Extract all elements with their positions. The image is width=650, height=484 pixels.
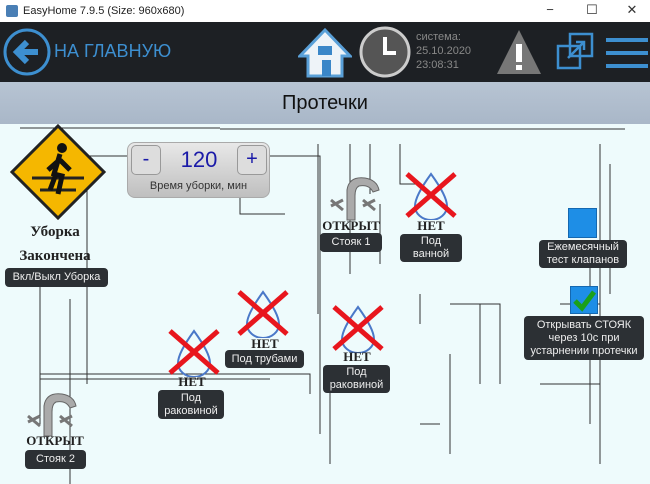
warning-icon[interactable] — [495, 28, 543, 76]
reopen-riser-label: Открывать СТОЯК через 10с при устарнении… — [524, 316, 644, 360]
system-label: система: — [416, 31, 461, 43]
back-arrow-icon — [3, 28, 51, 76]
reopen-riser-checkbox[interactable] — [570, 286, 598, 314]
sensor-bath-label[interactable]: Под ванной — [400, 234, 462, 262]
leak-sensor-ok-icon[interactable] — [164, 327, 224, 377]
riser-2-state: ОТКРЫТ — [26, 433, 84, 448]
riser-1-button[interactable]: Стояк 1 — [320, 233, 382, 252]
cleaning-status: Уборка Закончена — [19, 224, 91, 264]
page-title: Протечки — [0, 82, 650, 124]
title-bar: EasyHome 7.9.5 (Size: 960x680) − ☐ ✕ — [0, 0, 650, 22]
faucet-icon[interactable] — [24, 386, 80, 440]
close-button[interactable]: ✕ — [626, 2, 638, 17]
app-icon — [6, 5, 18, 17]
back-button[interactable] — [2, 27, 52, 77]
floor-plan — [20, 127, 625, 484]
pedestrian-sign-icon[interactable] — [10, 124, 106, 220]
menu-icon[interactable] — [606, 36, 648, 70]
faucet-icon[interactable] — [327, 170, 383, 224]
cleaning-time-value[interactable]: 120 — [180, 147, 218, 172]
header-bar: НА ГЛАВНУЮ система: 25.10.2020 23:08:31 — [0, 22, 650, 82]
leak-sensor-ok-icon[interactable] — [233, 288, 293, 338]
sensor-bath-state: НЕТ — [417, 218, 445, 233]
sensor-pipes-state: НЕТ — [251, 336, 279, 351]
increment-button[interactable]: + — [237, 145, 267, 175]
minimize-button[interactable]: − — [546, 2, 554, 17]
monthly-test-checkbox[interactable] — [568, 208, 597, 238]
riser-2-button[interactable]: Стояк 2 — [25, 450, 86, 469]
leak-sensor-ok-icon[interactable] — [328, 303, 388, 353]
window-title: EasyHome 7.9.5 (Size: 960x680) — [23, 5, 185, 17]
system-date: 25.10.2020 — [416, 45, 472, 57]
monthly-test-label: Ежемесячный тест клапанов — [539, 240, 627, 268]
window-popout-icon[interactable] — [556, 32, 596, 72]
sensor-sink-2-state: НЕТ — [343, 349, 371, 364]
riser-1-state: ОТКРЫТ — [322, 218, 380, 233]
decrement-button[interactable]: - — [131, 145, 161, 175]
maximize-button[interactable]: ☐ — [586, 2, 598, 17]
sensor-sink-1-label[interactable]: Под раковиной — [158, 390, 224, 419]
back-label[interactable]: НА ГЛАВНУЮ — [54, 41, 172, 61]
home-icon[interactable] — [298, 26, 352, 78]
cleaning-time-caption: Время уборки, мин — [149, 180, 248, 192]
sensor-sink-1-state: НЕТ — [178, 374, 206, 389]
checkmark-icon — [573, 290, 596, 312]
cleaning-time-stepper: - 120 + Время уборки, мин — [127, 142, 270, 198]
leak-sensor-ok-icon[interactable] — [401, 170, 461, 220]
sensor-sink-2-label[interactable]: Под раковиной — [323, 365, 390, 393]
system-time: 23:08:31 — [416, 59, 459, 71]
cleaning-toggle-button[interactable]: Вкл/Выкл Уборка — [5, 268, 108, 287]
clock-icon[interactable] — [358, 25, 412, 79]
sensor-pipes-label[interactable]: Под трубами — [225, 350, 304, 368]
